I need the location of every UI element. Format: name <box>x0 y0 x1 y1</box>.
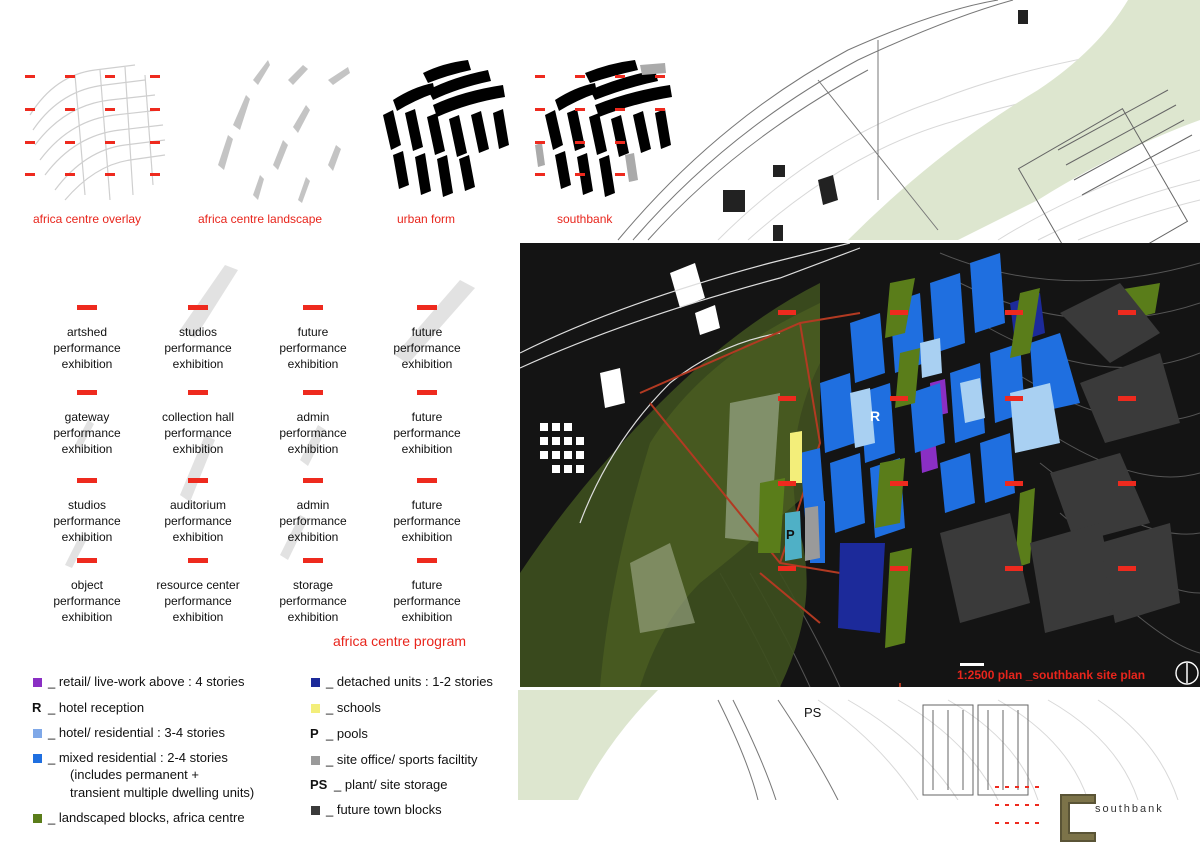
scale-bar <box>960 663 984 666</box>
program-marker <box>77 558 97 563</box>
site-plan-panel: R P <box>519 242 1200 713</box>
caption-urban-form: urban form <box>397 212 456 226</box>
program-marker <box>303 558 323 563</box>
southbank-logo-icon <box>1060 794 1096 842</box>
legend-swatch <box>33 754 42 763</box>
legend-label: _ hotel/ residential : 3-4 stories <box>48 725 226 740</box>
legend-label: _ plant/ site storage <box>334 777 448 792</box>
legend-symbol: P <box>310 726 319 741</box>
legend-swatch <box>311 678 320 687</box>
caption-africa-centre-overlay: africa centre overlay <box>33 212 142 226</box>
program-marker <box>188 558 208 563</box>
program-marker <box>417 305 437 310</box>
program-marker <box>303 305 323 310</box>
pools-marker: P <box>786 527 795 542</box>
landscape-background-shapes <box>65 265 475 568</box>
program-title: africa centre program <box>333 633 467 649</box>
legend-swatch <box>311 756 320 765</box>
program-marker <box>303 478 323 483</box>
diagram-africa-centre-landscape <box>198 55 358 205</box>
program-marker <box>303 390 323 395</box>
diagram-africa-centre-overlay <box>15 55 175 205</box>
legend-label: _ mixed residential : 2-4 stories <box>48 750 228 765</box>
legend-label: _ schools <box>326 700 381 715</box>
logo-text: southbank <box>1095 803 1164 815</box>
legend-label: _ landscaped blocks, africa centre <box>48 810 245 825</box>
diagram-urban-form <box>363 55 523 205</box>
diagram-southbank <box>530 55 690 205</box>
program-marker <box>188 478 208 483</box>
program-marker <box>77 305 97 310</box>
legend-label: _ future town blocks <box>326 802 442 817</box>
program-marker <box>77 478 97 483</box>
caption-africa-centre-landscape: africa centre landscape <box>198 212 323 226</box>
plant-site-storage-label: PS <box>804 705 822 720</box>
legend-swatch <box>33 814 42 823</box>
caption-southbank: southbank <box>557 212 613 226</box>
legend-label: (includes permanent + <box>70 767 199 782</box>
site-plan-background <box>518 0 1200 800</box>
legend-symbol: PS <box>310 777 328 792</box>
legend-swatch <box>311 704 320 713</box>
legend-swatch <box>33 729 42 738</box>
site-plan-caption: 1:2500 plan _southbank site plan <box>957 668 1146 682</box>
program-marker <box>188 390 208 395</box>
legend-label: _ pools <box>326 726 368 741</box>
program-marker <box>417 478 437 483</box>
legend-label: _ retail/ live-work above : 4 stories <box>48 674 245 689</box>
program-marker <box>417 558 437 563</box>
legend-swatch <box>33 678 42 687</box>
hotel-reception-marker: R <box>870 408 880 424</box>
legend-label: _ site office/ sports faciltity <box>326 752 478 767</box>
legend-label: _ hotel reception <box>48 700 145 715</box>
program-marker <box>188 305 208 310</box>
logo-dots <box>995 786 1039 824</box>
program-marker <box>417 390 437 395</box>
legend-label: transient multiple dwelling units) <box>70 785 255 800</box>
program-marker <box>77 390 97 395</box>
legend-symbol: R <box>32 700 42 715</box>
legend-label: _ detached units : 1-2 stories <box>326 674 493 689</box>
legend-swatch <box>311 806 320 815</box>
north-arrow-icon <box>1175 661 1199 685</box>
